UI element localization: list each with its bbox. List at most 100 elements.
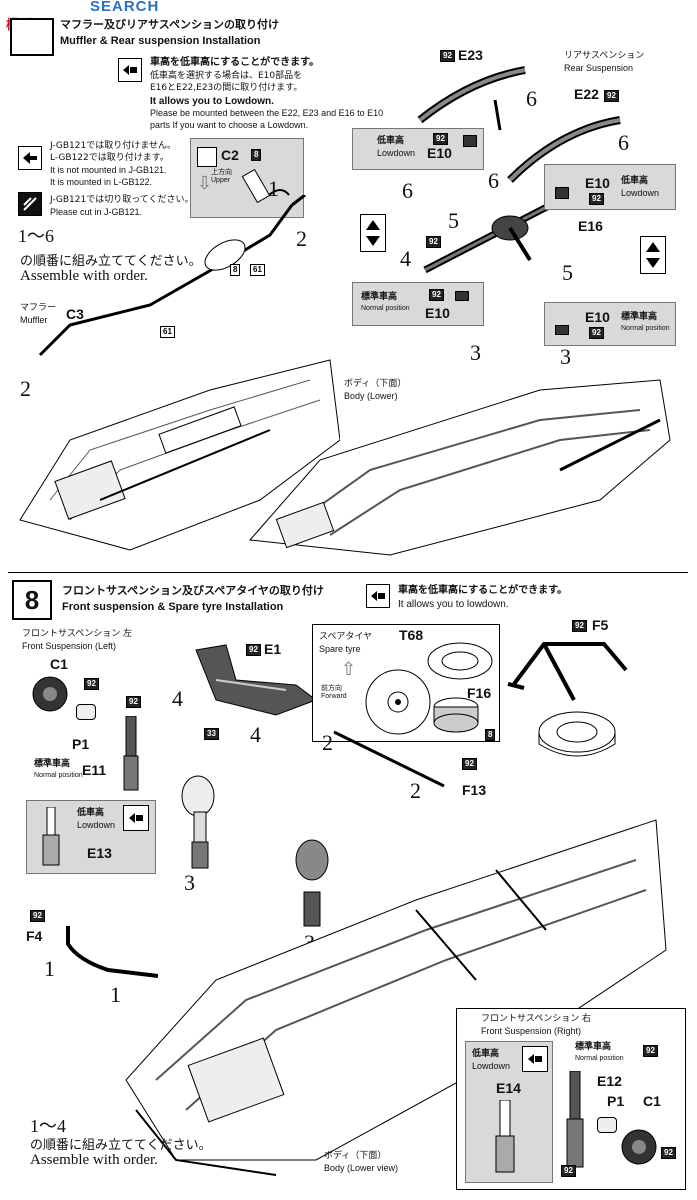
f5-bracket-drawing	[507, 642, 628, 701]
e10-normal-icon	[455, 291, 469, 301]
brake-disc-right-drawing	[621, 1129, 657, 1165]
front-strut-assembly-right	[295, 839, 329, 927]
strut-lowdown-left-drawing	[42, 807, 60, 866]
f4-stabilizer-drawing	[66, 926, 159, 978]
front-left-label-jp: フロントサスペンション 左	[22, 629, 133, 639]
lowdown-label-en-fr: Lowdown	[472, 1061, 511, 1071]
body-lower-jp: ボディ（下面）	[344, 379, 407, 389]
step8-lowdown-jp: 車高を低車高にすることができます。	[398, 585, 568, 596]
lowdown-label-en-fl: Lowdown	[77, 820, 116, 830]
part-f13: F13	[462, 782, 487, 798]
step7-num-6c: 6	[402, 178, 413, 203]
lowdown-note-en: It allows you to Lowdown.	[150, 96, 274, 107]
tag-92-f5: 92	[572, 620, 587, 632]
normal-label-jp: 標準車高	[361, 292, 398, 302]
tag-33: 33	[204, 728, 219, 740]
step7-num-3a: 3	[470, 340, 481, 365]
part-e16: E16	[578, 218, 603, 234]
step7-num-6b: 6	[618, 130, 629, 155]
step7-num-5b: 5	[562, 260, 573, 285]
part-c1-right: C1	[643, 1093, 661, 1109]
spare-tyre-mounted-drawing	[538, 711, 616, 757]
crossmember-drawing	[195, 644, 318, 716]
e10-block-icon	[463, 135, 477, 147]
normal-label-jp-8: 標準車高	[34, 759, 71, 769]
p1-cylinder-left	[76, 704, 96, 720]
part-e10-normal: E10	[425, 305, 450, 321]
part-c2: C2	[221, 147, 239, 163]
cut-note-jp: J-GB121では切り取ってください。	[50, 195, 194, 205]
muffler-label-en: Muffler	[20, 315, 48, 325]
normal-label-en: Normal position	[361, 305, 410, 312]
step7-num-6a: 6	[526, 86, 537, 111]
normal-box-left: 92 標準車高 Normal position E10	[352, 282, 484, 326]
front-right-label-en: Front Suspension (Right)	[481, 1026, 582, 1036]
normal-label-jp-fr: 標準車高	[575, 1042, 612, 1052]
leaf-spring-drawing	[417, 66, 621, 183]
normal-label-en-fr: Normal position	[575, 1055, 624, 1062]
upper-label-jp: 上方向	[211, 168, 232, 176]
forward-label-jp: 前方向	[321, 684, 342, 692]
body-lower-en: Body (Lower)	[344, 391, 398, 401]
cut-note-en: Please cut in J-GB121.	[50, 207, 143, 217]
step8-body-lower-en: Body (Lower view)	[324, 1163, 399, 1173]
step8-order-jp: の順番に組み立ててください。	[30, 1138, 212, 1153]
strut-lowdown-right-drawing	[495, 1100, 515, 1173]
step8-body-lower-jp: ボディ（下面）	[324, 1151, 387, 1161]
tag-92-fr-right: 92	[661, 1147, 676, 1159]
tag-92-normal-r: 92	[589, 327, 604, 339]
tag-92-e23: 92	[440, 50, 455, 62]
height-toggle-icon-right	[640, 236, 666, 274]
step7-num-5a: 5	[448, 208, 459, 233]
step8-order-en: Assemble with order.	[30, 1152, 158, 1168]
chassis-left-drawing	[19, 359, 340, 551]
step7-num-2b: 2	[20, 376, 31, 401]
lowdown-label-jp: 低車高	[377, 136, 405, 146]
step7-order: 1〜6	[18, 226, 54, 248]
tag-8: 8	[251, 149, 262, 161]
normal-label-en-8: Normal position	[34, 772, 83, 779]
tag-92-e1: 92	[246, 644, 261, 656]
step8-num-3a: 3	[184, 870, 195, 895]
c2-detail-box: C2 8 上方向 Upper ⇩	[190, 138, 304, 218]
part-e22: E22	[574, 86, 599, 102]
step7-num-6d: 6	[488, 168, 499, 193]
part-c3: C3	[66, 306, 84, 322]
tag-92-normal: 92	[429, 289, 444, 301]
front-right-box: フロントサスペンション 右 Front Suspension (Right) 低…	[456, 1008, 686, 1190]
part-p1-right: P1	[607, 1093, 625, 1109]
step8-lowdown-en: It allows you to lowdown.	[398, 599, 509, 610]
step8-number: 8	[12, 580, 52, 620]
tag-92-lowdown: 92	[433, 133, 448, 145]
tag-92-f13: 92	[462, 758, 477, 770]
tag-92-fr-mid: 92	[561, 1165, 576, 1177]
normal-label-en-r: Normal position	[621, 325, 670, 332]
jgb-note-jp2: L-GB122では取り付けます。	[50, 153, 169, 163]
normal-box-right: E10 92 標準車高 Normal position	[544, 302, 676, 346]
forward-label-en: Forward	[321, 693, 347, 700]
part-e12: E12	[597, 1073, 622, 1089]
e10-normal-icon-r	[555, 325, 569, 335]
tag-61b: 61	[160, 326, 175, 338]
tag-92-lowdown-r: 92	[589, 193, 604, 205]
lowdown-box-front-right: 低車高 Lowdown E14	[465, 1041, 553, 1183]
upper-label-en: Upper	[211, 177, 231, 184]
lowdown-label-jp-r: 低車高	[621, 176, 649, 186]
step7-number-box	[10, 18, 54, 56]
step7-order-range: 1〜6	[18, 226, 54, 246]
tag-92-strut-left: 92	[126, 696, 141, 708]
step7-order-jp: の順番に組み立ててください。	[20, 254, 202, 269]
lowdown-box-left: 低車高 Lowdown 92 E10	[352, 128, 484, 170]
rim-drawing	[433, 697, 479, 733]
part-f4: F4	[26, 928, 43, 944]
tag-92-fr-top: 92	[643, 1045, 658, 1057]
rear-susp-label-jp: リアサスペンション	[564, 51, 645, 61]
lowdown-note-jp3: E16とE22,E23の間に取り付けます。	[150, 83, 303, 93]
spare-tyre-box: スペアタイヤ Spare tyre ⇧ 前方向 Forward T68 F16 …	[312, 624, 500, 742]
step7-num-3b: 3	[560, 344, 571, 369]
strut-left-drawing	[123, 716, 139, 791]
lowdown-box-right: E10 92 低車高 Lowdown	[544, 164, 676, 210]
front-strut-assembly-left	[181, 775, 215, 869]
lowdown-label-en: Lowdown	[377, 148, 416, 158]
tag-8-spare: 8	[485, 729, 496, 741]
